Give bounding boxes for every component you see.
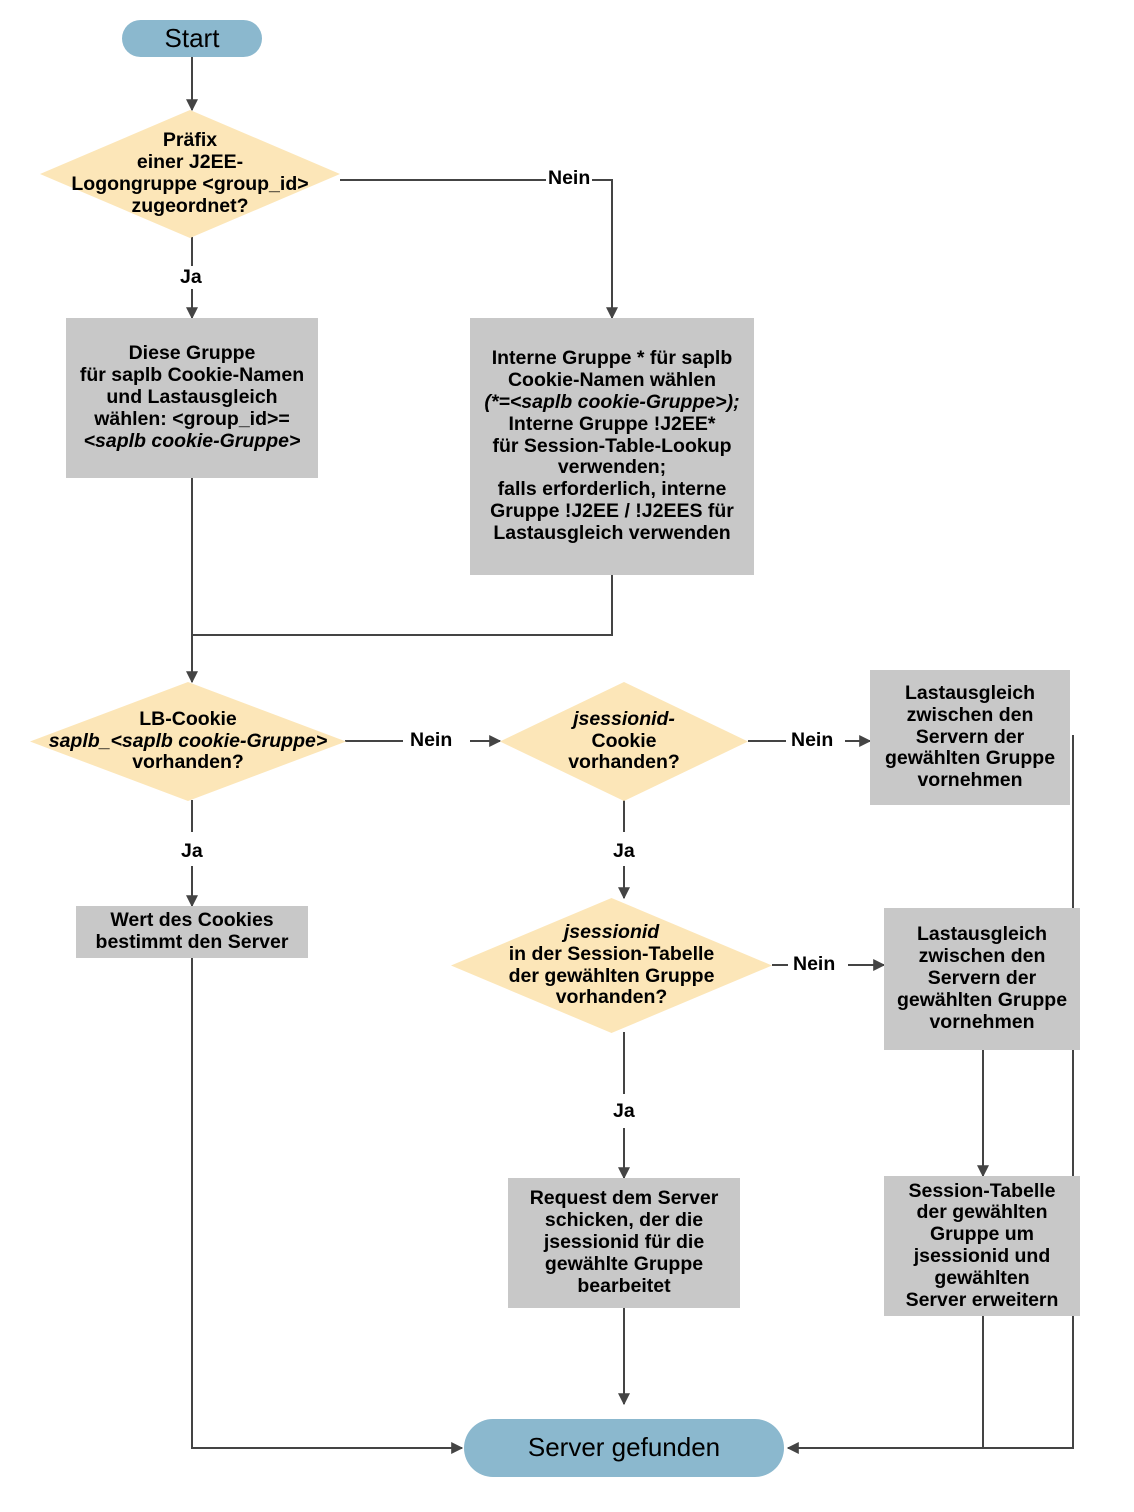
edge-label-jsessionid-cookie-nein: Nein (789, 729, 836, 752)
node-decision-praefix[interactable]: Präfix einer J2EE- Logongruppe <group_id… (40, 110, 340, 238)
edge-lastausgleich1-to-end (786, 735, 1074, 1454)
node-decision-jsessionid-cookie-label: jsessionid- Cookie vorhanden? (568, 707, 680, 774)
node-end[interactable]: Server gefunden (464, 1419, 784, 1477)
node-process-lastausgleich-2-label: Lastausgleich zwischen den Servern der g… (896, 923, 1068, 1033)
edge-label-jsessionid-table-nein: Nein (791, 953, 838, 976)
node-process-wert-des-cookies-label: Wert des Cookies bestimmt den Server (95, 909, 289, 953)
node-process-request-server[interactable]: Request dem Server schicken, der die jse… (508, 1178, 740, 1308)
node-end-label: Server gefunden (527, 1432, 721, 1463)
edge-label-praefix-ja: Ja (178, 266, 204, 289)
edge-wert-to-end (191, 958, 464, 1454)
node-decision-praefix-label: Präfix einer J2EE- Logongruppe <group_id… (71, 129, 309, 217)
edge-label-lbcookie-ja: Ja (179, 840, 205, 863)
node-decision-lb-cookie-label: LB-Cookie saplb_<saplb cookie-Gruppe> vo… (48, 707, 328, 774)
node-start[interactable]: Start (122, 20, 262, 57)
node-process-lastausgleich-2[interactable]: Lastausgleich zwischen den Servern der g… (884, 908, 1080, 1050)
node-process-wert-des-cookies[interactable]: Wert des Cookies bestimmt den Server (76, 906, 308, 958)
edge-label-jsessionid-cookie-ja: Ja (611, 840, 637, 863)
node-decision-lb-cookie[interactable]: LB-Cookie saplb_<saplb cookie-Gruppe> vo… (30, 682, 346, 801)
node-process-diese-gruppe[interactable]: Diese Gruppe für saplb Cookie-Namen und … (66, 318, 318, 478)
node-decision-jsessionid-table-label: jsessionid in der Session-Tabelle der ge… (508, 920, 715, 1009)
edge-label-jsessionid-table-ja: Ja (611, 1100, 637, 1123)
node-start-label: Start (164, 22, 220, 53)
node-decision-jsessionid-cookie[interactable]: jsessionid- Cookie vorhanden? (500, 682, 748, 801)
node-process-diese-gruppe-label: Diese Gruppe für saplb Cookie-Namen und … (79, 342, 305, 452)
edge-label-lbcookie-nein: Nein (408, 729, 455, 752)
node-process-interne-gruppe-label: Interne Gruppe * für saplb Cookie-Namen … (484, 347, 740, 544)
node-process-session-tabelle-label: Session-Tabelle der gewählten Gruppe um … (905, 1179, 1059, 1311)
node-process-lastausgleich-1-label: Lastausgleich zwischen den Servern der g… (884, 681, 1056, 792)
edge-praefix-nein (340, 179, 618, 320)
node-decision-jsessionid-table[interactable]: jsessionid in der Session-Tabelle der ge… (451, 898, 772, 1033)
edge-label-praefix-nein: Nein (546, 167, 593, 190)
edge-interne-gruppe-merge (192, 575, 613, 636)
node-process-interne-gruppe[interactable]: Interne Gruppe * für saplb Cookie-Namen … (470, 318, 754, 575)
node-process-session-tabelle[interactable]: Session-Tabelle der gewählten Gruppe um … (884, 1176, 1080, 1316)
node-process-lastausgleich-1[interactable]: Lastausgleich zwischen den Servern der g… (870, 670, 1070, 805)
node-process-request-server-label: Request dem Server schicken, der die jse… (529, 1187, 719, 1297)
